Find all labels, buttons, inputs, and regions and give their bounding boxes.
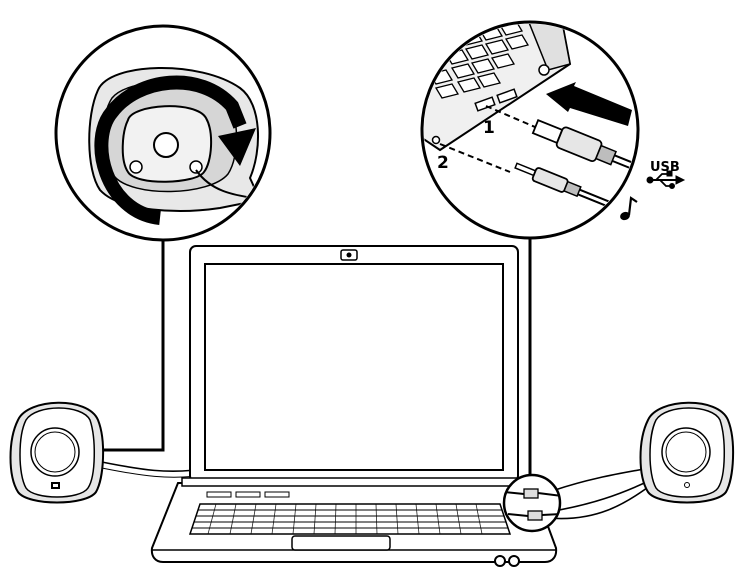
right-speaker bbox=[641, 403, 734, 503]
laptop-screen bbox=[205, 264, 503, 470]
power-indicator-icon bbox=[685, 483, 690, 488]
knob-screw-left bbox=[130, 161, 142, 173]
laptop-touchpad bbox=[292, 536, 390, 550]
laptop bbox=[152, 246, 556, 566]
laptop-keyboard bbox=[190, 504, 510, 534]
connector-callout bbox=[504, 475, 562, 531]
knob-center bbox=[154, 133, 178, 157]
laptop-hinge bbox=[182, 478, 526, 486]
cable-right-usb bbox=[548, 478, 655, 512]
dc-port bbox=[539, 65, 549, 75]
step-1-label: 1 bbox=[483, 118, 495, 138]
front-jack-1 bbox=[495, 556, 505, 566]
usb-label: USB bbox=[650, 160, 680, 175]
volume-knob-callout bbox=[56, 26, 270, 240]
music-note-icon bbox=[619, 198, 637, 221]
connection-callout: 1 2 bbox=[410, 0, 660, 238]
logitech-logo-icon bbox=[51, 482, 60, 489]
right-speaker-driver bbox=[662, 428, 710, 476]
step-2-label: 2 bbox=[437, 153, 449, 173]
left-speaker-driver bbox=[31, 428, 79, 476]
left-speaker bbox=[11, 403, 104, 503]
front-jack-2 bbox=[509, 556, 519, 566]
audio-port bbox=[433, 137, 440, 144]
left-leader-line bbox=[96, 230, 163, 450]
